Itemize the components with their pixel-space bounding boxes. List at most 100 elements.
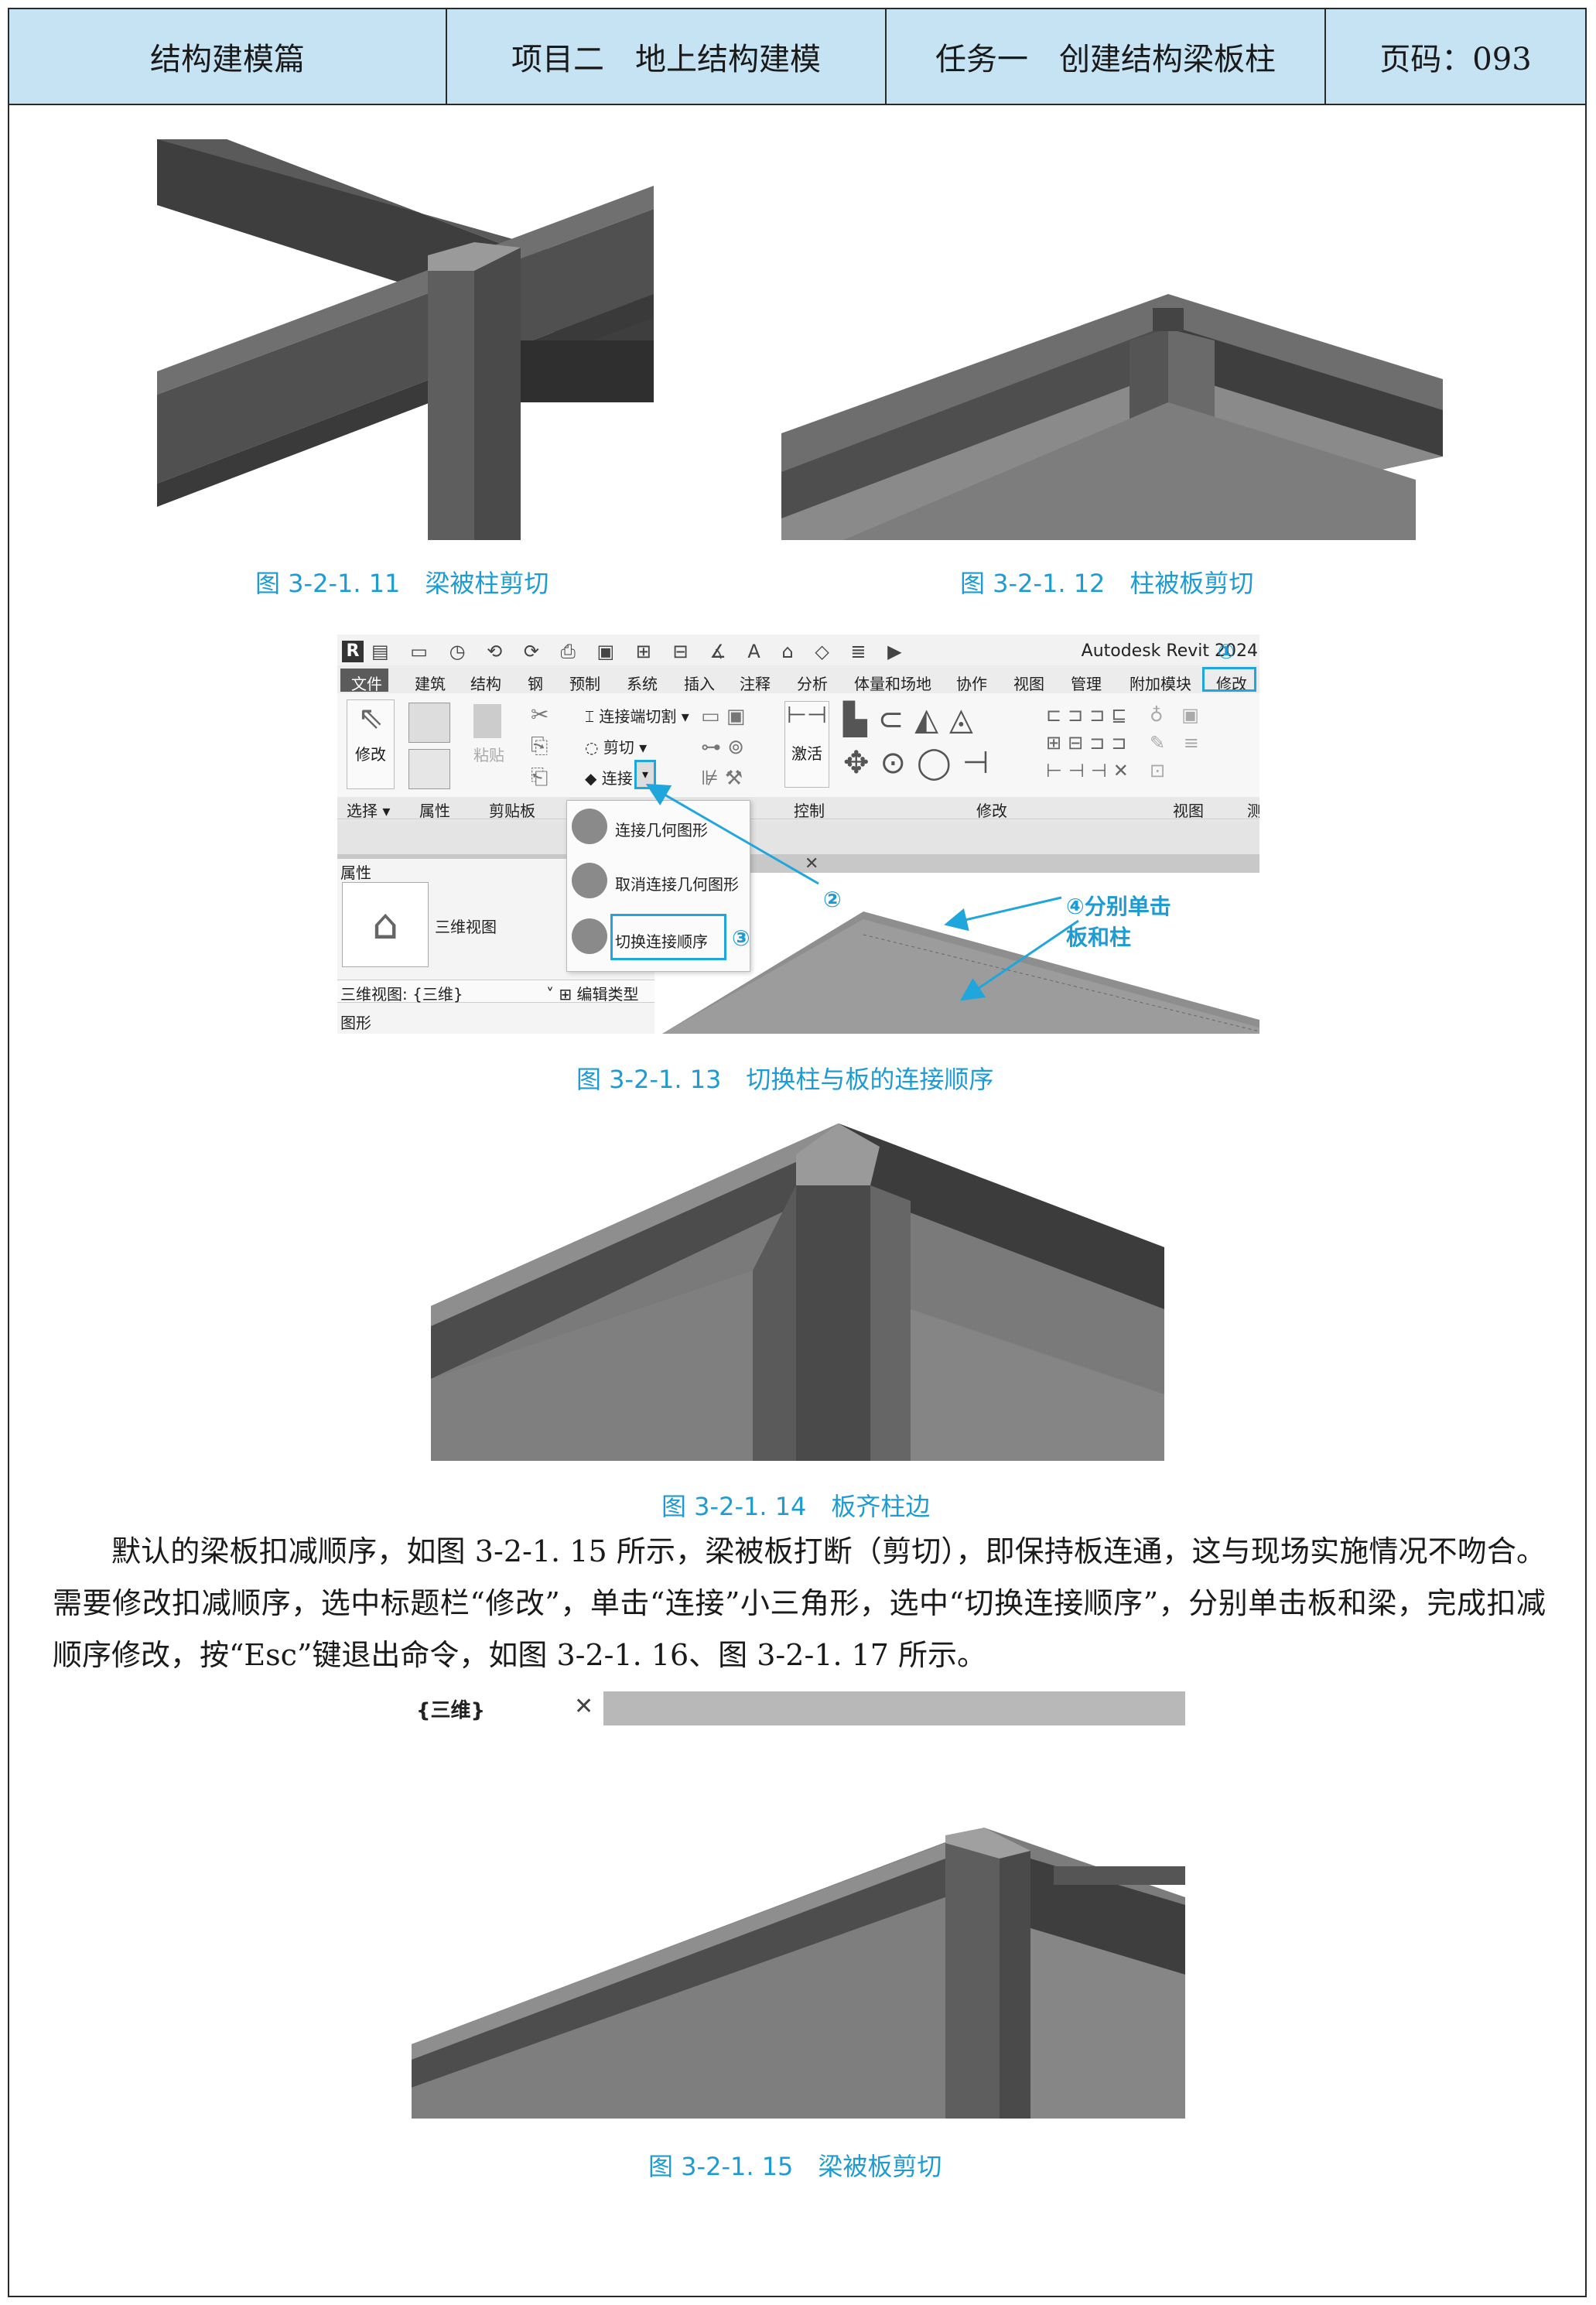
join-tool[interactable]: ◆ 连接 [585,766,633,788]
join-icon: ◆ [585,769,602,788]
page-header: 结构建模篇 项目二 地上结构建模 任务一 创建结构梁板柱 页码：093 [8,8,1587,105]
figure-beam-cut-by-slab [412,1828,1185,2119]
switch-join-order-highlight [610,914,726,960]
caption-figure-13: 图 3-2-1. 13 切换柱与板的连接顺序 [576,1065,994,1094]
ribbon-tab-bar: 文件 建筑 结构 钢 预制 系统 插入 注释 分析 体量和场地 协作 视图 管理… [337,665,1259,693]
tab-systems[interactable]: 系统 [627,675,658,693]
menu-join-geometry[interactable]: 连接几何图形 [615,821,708,840]
tab-steel[interactable]: 钢 [528,675,543,693]
join-dropdown-menu: 连接几何图形 取消连接几何图形 切换连接顺序 [566,800,750,972]
properties-selector-row[interactable]: 三维视图: {三维} ˅ ⊞ 编辑类型 [337,980,654,1004]
panel-control: 控制 [794,802,825,820]
cut-label: 剪切 [603,738,634,757]
annotation-step-4-line1: ④分别单击 [1066,894,1171,919]
panel-select[interactable]: 选择 ▾ [347,802,391,820]
tab-manage[interactable]: 管理 [1071,675,1102,693]
annotation-step-1: ① [1218,641,1235,664]
tab-structure[interactable]: 结构 [470,675,501,693]
join-dropdown-arrow-icon[interactable]: ▾ [634,760,656,789]
file-tab-bg [340,669,388,692]
switch-join-order-icon [572,918,607,954]
header-task: 任务一 创建结构梁板柱 [887,9,1326,104]
cut-icon: ◌ [585,738,603,757]
join-end-cut-dropdown-icon: ▾ [676,707,689,726]
menu-switch-join-order[interactable]: 切换连接顺序 [615,932,708,951]
tab-file[interactable]: 文件 [351,675,382,693]
unjoin-geometry-icon [572,863,607,898]
caption-figure-12: 图 3-2-1. 12 柱被板剪切 [960,569,1254,598]
caption-figure-11: 图 3-2-1. 11 梁被柱剪切 [255,569,549,598]
edit-type-button[interactable]: ˅ ⊞ 编辑类型 [546,982,638,1004]
properties-selector: 三维视图: {三维} [340,985,463,1004]
ribbon-body: ⇖ 修改 粘贴 ✂⎘⎗ ⌶ 连接端切割 ▾ ◌ 剪切 ▾ ◆ 连接 ▾ ▭ ▣⊶… [337,693,1259,810]
house-icon: ⌂ [342,882,429,967]
cut-dropdown-icon: ▾ [634,738,648,757]
cursor-arrow-icon: ⇖ [357,700,384,736]
quick-access-icons[interactable]: ▤ ▭ ◷ ⟲ ⟳ ⎙ ▣ ⊞ ⊟ ∡ A ⌂ ◇ ≣ ▶ [371,641,910,662]
panel-clipboard: 剪贴板 [489,802,535,820]
view-tab-close-icon[interactable]: ✕ [574,1693,594,1720]
cut-tool[interactable]: ◌ 剪切 ▾ [585,735,647,758]
properties-title: 属性 [340,864,371,882]
panel-modify: 修改 [976,802,1007,820]
tab-add-ins[interactable]: 附加模块 [1130,675,1191,693]
header-project: 项目二 地上结构建模 [447,9,887,104]
tab-massing-site[interactable]: 体量和场地 [854,675,931,693]
quick-access-toolbar: R ▤ ▭ ◷ ⟲ ⟳ ⎙ ▣ ⊞ ⊟ ∡ A ⌂ ◇ ≣ ▶ Autodesk… [337,634,1259,669]
annotation-step-4-line2: 板和柱 [1066,925,1132,950]
modify-tool-button[interactable]: ⇖ 修改 [347,699,395,789]
header-page-number: 页码：093 [1379,42,1532,77]
tab-annotate[interactable]: 注释 [740,675,771,693]
view-close-icon[interactable]: ✕ [805,854,819,874]
figure-slab-flush-with-column [431,1123,1164,1461]
tab-view[interactable]: 视图 [1013,675,1044,693]
caption-figure-15: 图 3-2-1. 15 梁被板剪切 [648,2152,942,2181]
paste-icon[interactable] [473,704,501,738]
view-tab-strip-bar [603,1691,1185,1725]
view-tab-label[interactable]: {三维} [416,1699,486,1722]
edit-type-label: 编辑类型 [576,985,639,1004]
activate-icon: ⊢⊣ [786,702,828,729]
paragraph-text: 默认的梁板扣减顺序，如图 3-2-1. 15 所示，梁被板打断（剪切），即保持板… [53,1534,1546,1672]
clipboard-icons[interactable]: ✂⎘⎗ [531,702,549,789]
tab-collaborate[interactable]: 协作 [956,675,987,693]
join-end-cut-label: 连接端切割 [599,707,677,726]
revit-logo-icon[interactable]: R [342,641,364,662]
join-label: 连接 [601,769,633,788]
join-geometry-icon [572,809,607,844]
annotation-step-3: ③ [732,925,750,951]
activate-tool-button[interactable]: ⊢⊣ 激活 [784,701,829,788]
header-section: 结构建模篇 [9,9,447,104]
join-end-cut-icon: ⌶ [585,707,600,726]
view-tab-bar: {三维} ✕ [412,1687,1185,1727]
geometry-icons[interactable]: ▭ ▣⊶ ⊚⊯ ⚒ [701,705,746,790]
tab-precast[interactable]: 预制 [569,675,600,693]
ribbon-panel-labels: 选择 ▾ 属性 剪贴板 控制 修改 视图 测 [337,797,1259,820]
tab-insert[interactable]: 插入 [684,675,715,693]
menu-unjoin-geometry[interactable]: 取消连接几何图形 [615,875,739,894]
modify-tab-highlight [1202,667,1256,692]
options-bar [337,820,1259,854]
tab-architecture[interactable]: 建筑 [415,675,446,693]
revit-screenshot: R ▤ ▭ ◷ ⟲ ⟳ ⎙ ▣ ⊞ ⊟ ∡ A ⌂ ◇ ≣ ▶ Autodesk… [337,634,1259,1034]
modify-tool-label: 修改 [355,745,386,764]
caption-figure-14: 图 3-2-1. 14 板齐柱边 [661,1492,931,1521]
view-panel-icons[interactable]: ♁ ▣✎ ≡⊡ [1150,704,1205,781]
panel-measure: 测 [1247,802,1259,820]
annotation-step-2: ② [823,887,842,912]
modify-small-icons[interactable]: ⊏⊐⊐⊑⊞⊟⊐⊐⊢⊣⊣✕ [1046,704,1135,781]
page-frame [8,8,1587,2297]
panel-view: 视图 [1173,802,1204,820]
app-title: Autodesk Revit 2024 [1081,641,1258,661]
tab-analyze[interactable]: 分析 [797,675,828,693]
figure-beam-cut-by-column [157,139,654,540]
type-properties-icon[interactable] [408,749,450,789]
properties-icon[interactable] [408,703,450,743]
body-paragraph: 默认的梁板扣减顺序，如图 3-2-1. 15 所示，梁被板打断（剪切），即保持板… [53,1526,1546,1681]
paste-label: 粘贴 [473,746,504,764]
edit-type-icon: ˅ ⊞ [546,985,577,1004]
figure-column-cut-by-slab [781,294,1443,540]
join-end-cut-tool[interactable]: ⌶ 连接端切割 ▾ [585,704,689,727]
properties-type-name: 三维视图 [435,918,497,936]
modify-panel-icons[interactable]: ▙⊂◭◬✥⊙◯⊣ [843,702,1000,781]
